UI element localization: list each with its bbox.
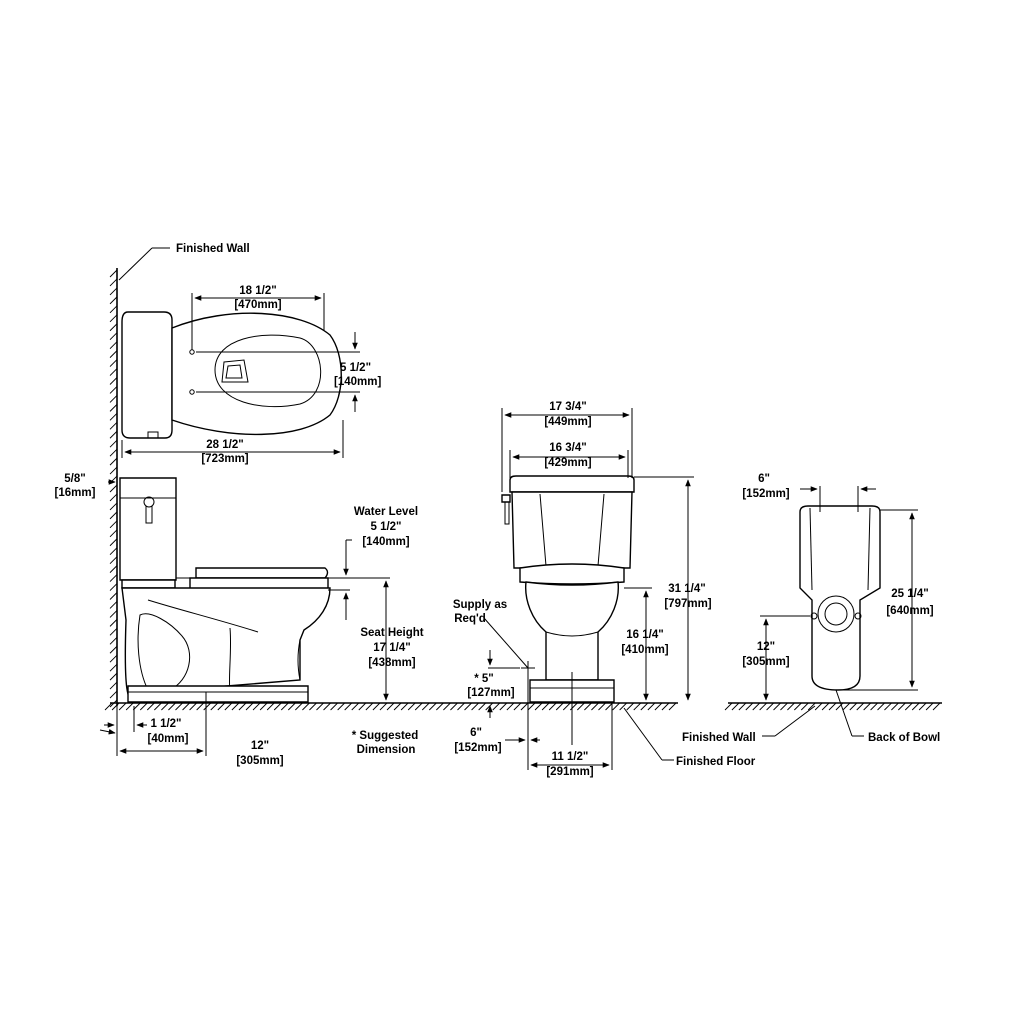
outlet-height-mm-label: [305mm] (742, 656, 789, 668)
supply-height-mm-label: [127mm] (467, 687, 514, 699)
supply-label-1: Supply as (453, 599, 507, 611)
finished-wall-top-label: Finished Wall (176, 243, 250, 255)
finished-floor-label: Finished Floor (676, 756, 756, 768)
top-length-dimension (121, 420, 344, 458)
bolt-spacing-mm-label: [140mm] (334, 376, 381, 388)
suggested-label-2: Dimension (357, 744, 416, 756)
wall-gap-mm-label: [16mm] (55, 487, 96, 499)
back-height-mm-label: [640mm] (886, 605, 933, 617)
top-width-label: 18 1/2" (239, 285, 276, 297)
bolt-spacing-dimension (196, 332, 360, 412)
front-tank-width-label: 17 3/4" (549, 401, 586, 413)
top-view-toilet (121, 311, 342, 439)
rim-height-dimension (624, 587, 652, 701)
rough-in-mm-label: [305mm] (236, 755, 283, 767)
rim-height-label: 16 1/4" (626, 629, 663, 641)
base-width-dimension (530, 702, 613, 770)
finished-floor-leader (623, 707, 674, 761)
front-lid-width-dimension (509, 450, 629, 478)
side-inset-dimension (104, 706, 147, 756)
front-lid-width-label: 16 3/4" (549, 442, 586, 454)
side-inset-mm-label: [40mm] (148, 733, 189, 745)
total-height-mm-label: [797mm] (664, 598, 711, 610)
wall-gap-dimension (99, 479, 116, 735)
back-of-bowl-label: Back of Bowl (868, 732, 940, 744)
base-width-label: 11 1/2" (552, 751, 589, 763)
front-view-toilet (501, 475, 635, 703)
water-level-mm-label: [140mm] (362, 536, 409, 548)
back-offset-mm-label: [152mm] (742, 488, 789, 500)
supply-height-label: * 5" (474, 673, 494, 685)
outlet-height-label: 12" (757, 641, 775, 653)
top-width-mm-label: [470mm] (234, 299, 281, 311)
rough-in-label: 12" (251, 740, 269, 752)
rough-in-dimension (119, 692, 207, 756)
front-lid-width-mm-label: [429mm] (544, 457, 591, 469)
rim-height-mm-label: [410mm] (621, 644, 668, 656)
finished-wall-left (109, 268, 118, 708)
supply-offset-mm-label: [152mm] (454, 742, 501, 754)
finished-wall-leader (118, 247, 170, 281)
back-of-bowl-leader (835, 689, 864, 737)
water-level-dim-label: 5 1/2" (370, 521, 401, 533)
side-view-toilet (119, 477, 331, 703)
base-width-mm-label: [291mm] (546, 766, 593, 778)
supply-label-2: Req'd (454, 613, 486, 625)
finished-wall-bottom-label: Finished Wall (682, 732, 756, 744)
total-height-label: 31 1/4" (668, 583, 705, 595)
floor-right (724, 702, 942, 711)
top-length-label: 28 1/2" (206, 439, 243, 451)
back-height-dimension (838, 509, 918, 691)
back-offset-label: 6" (758, 473, 770, 485)
floor-left (104, 702, 678, 711)
total-height-dimension (634, 476, 694, 701)
supply-dimension (483, 617, 573, 770)
back-offset-dimension (800, 486, 876, 512)
bolt-spacing-label: 5 1/2" (340, 362, 371, 374)
supply-offset-label: 6" (470, 727, 482, 739)
top-length-mm-label: [723mm] (201, 453, 248, 465)
seat-height-dim-label: 17 1/4" (373, 642, 410, 654)
back-height-label: 25 1/4" (891, 588, 928, 600)
side-inset-label: 1 1/2" (150, 718, 181, 730)
seat-height-mm-label: [438mm] (368, 657, 415, 669)
back-view-toilet (799, 505, 881, 691)
front-tank-width-dimension (501, 408, 633, 492)
outlet-height-dimension (760, 615, 810, 701)
seat-height-label: Seat Height (360, 627, 423, 639)
top-width-dimension (191, 293, 325, 350)
front-tank-width-mm-label: [449mm] (544, 416, 591, 428)
suggested-label-1: * Suggested (352, 730, 418, 742)
finished-wall-bottom-leader (762, 705, 816, 737)
wall-gap-label: 5/8" (64, 473, 85, 485)
water-level-label: Water Level (354, 506, 418, 518)
water-level-dimension (176, 539, 390, 620)
